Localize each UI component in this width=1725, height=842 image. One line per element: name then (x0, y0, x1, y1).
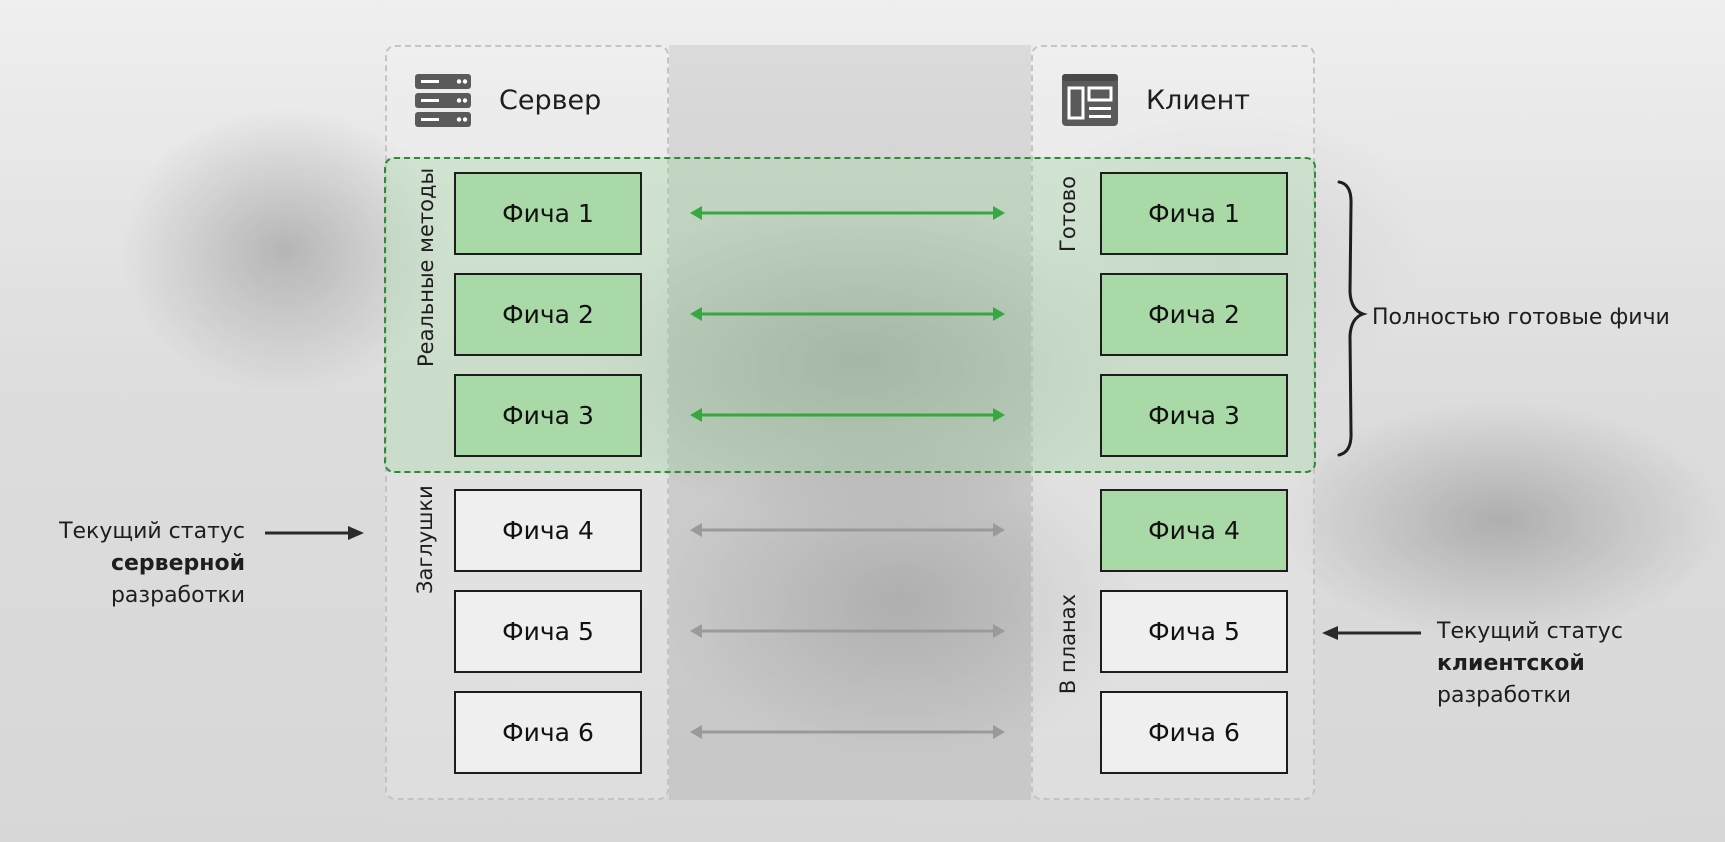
curly-brace (1337, 180, 1368, 457)
sync-arrow-1 (690, 206, 1005, 220)
server-rack-icon (413, 70, 473, 130)
server-status-note: Текущий статус серверной разработки (20, 516, 245, 612)
browser-window-icon (1060, 70, 1120, 130)
server-status-line1: Текущий статус (59, 519, 245, 544)
server-feature-5: Фича 5 (454, 590, 642, 673)
server-header: Сервер (413, 70, 601, 130)
server-feature-6: Фича 6 (454, 691, 642, 774)
server-status-bold: серверной (110, 551, 245, 576)
sync-arrow-3 (690, 408, 1005, 422)
stub-arrow-4 (690, 523, 1005, 537)
server-status-pointer (265, 526, 364, 540)
server-feature-4: Фича 4 (454, 489, 642, 572)
server-status-line3: разработки (110, 583, 245, 608)
client-status-pointer (1322, 626, 1421, 640)
client-header: Клиент (1060, 70, 1250, 130)
client-title: Клиент (1146, 84, 1250, 116)
sync-arrow-2 (690, 307, 1005, 321)
stub-arrow-5 (690, 624, 1005, 638)
server-feature-1: Фича 1 (454, 172, 642, 255)
client-status-note: Текущий статус клиентской разработки (1437, 616, 1677, 712)
server-feature-2: Фича 2 (454, 273, 642, 356)
server-title: Сервер (499, 84, 602, 116)
client-status-line3: разработки (1437, 683, 1572, 708)
stub-arrow-6 (690, 725, 1005, 739)
client-feature-1: Фича 1 (1100, 172, 1288, 255)
fully-ready-label: Полностью готовые фичи (1372, 305, 1670, 330)
server-feature-3: Фича 3 (454, 374, 642, 457)
client-status-bold: клиентской (1437, 651, 1585, 676)
client-feature-2: Фича 2 (1100, 273, 1288, 356)
connection-band (669, 45, 1031, 800)
client-feature-4: Фича 4 (1100, 489, 1288, 572)
client-feature-3: Фича 3 (1100, 374, 1288, 457)
client-status-line1: Текущий статус (1437, 619, 1623, 644)
client-feature-5: Фича 5 (1100, 590, 1288, 673)
client-feature-6: Фича 6 (1100, 691, 1288, 774)
